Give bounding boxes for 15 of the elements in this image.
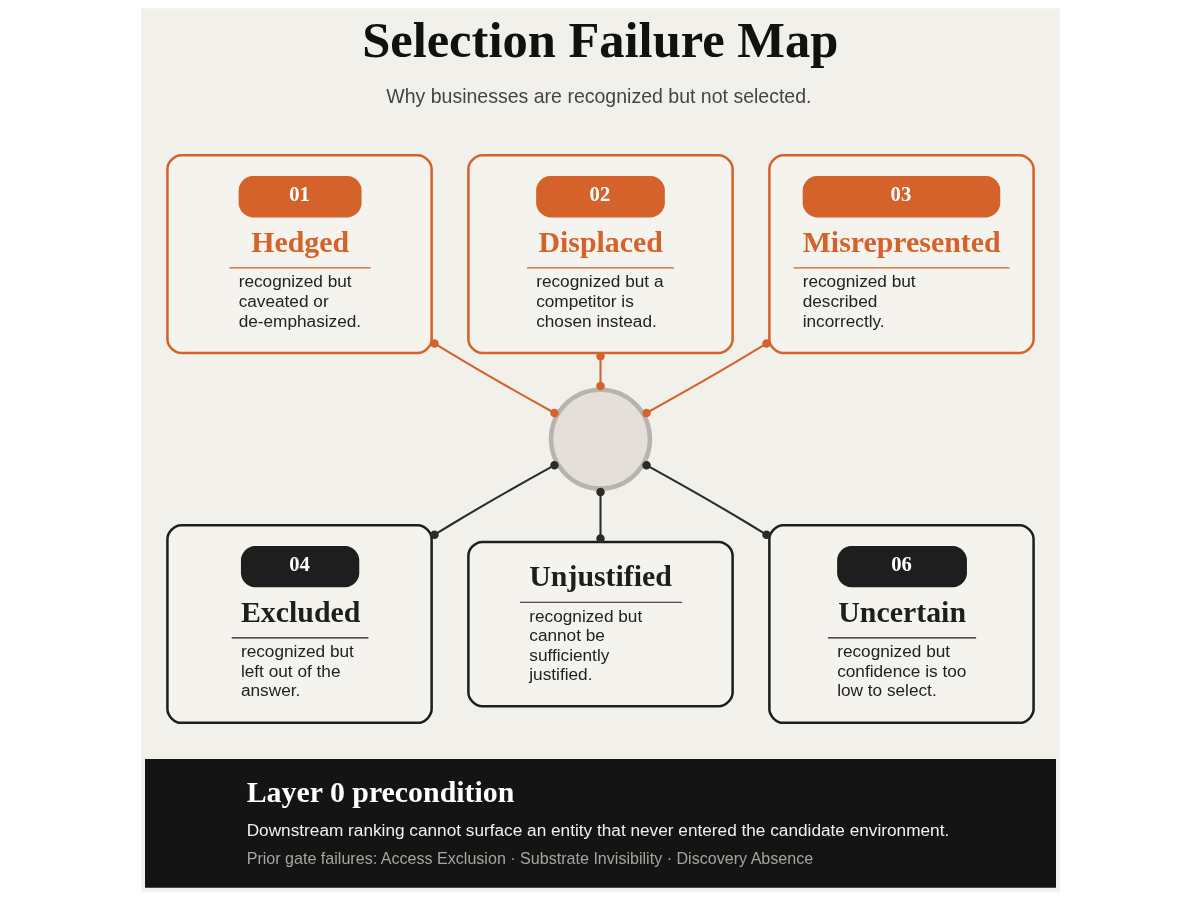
connector	[595, 352, 605, 391]
connector	[429, 461, 559, 539]
node-box: 06 Uncertain recognized but confidence is too low to select.	[767, 523, 1035, 725]
node-box: 04 Excluded recognized but left out of the answer.	[165, 523, 433, 725]
connector	[641, 339, 771, 418]
diagram-title: Selection Failure Map	[361, 11, 838, 68]
connector	[595, 487, 605, 543]
connector	[429, 339, 559, 418]
node-box: Layer 0 precondition Downstream ranking cannot surface an entity that never entered the candidate environment. Prior gate failures: Access Exclusion · Substrate Invisibility · Discovery Absence	[144, 759, 1056, 888]
node-box: 02 Displaced recognized but a competitor is chosen instead.	[466, 154, 734, 355]
label: Why businesses are recognized but not selected.	[385, 84, 812, 107]
node-box: 03 Misrepresented recognized but described incorrectly.	[767, 154, 1035, 355]
node-box: 01 Hedged recognized but caveated or de-emphasized.	[165, 154, 433, 355]
node-box: Unjustified recognized but cannot be sufficiently justified.	[466, 540, 734, 708]
connector	[641, 461, 771, 539]
